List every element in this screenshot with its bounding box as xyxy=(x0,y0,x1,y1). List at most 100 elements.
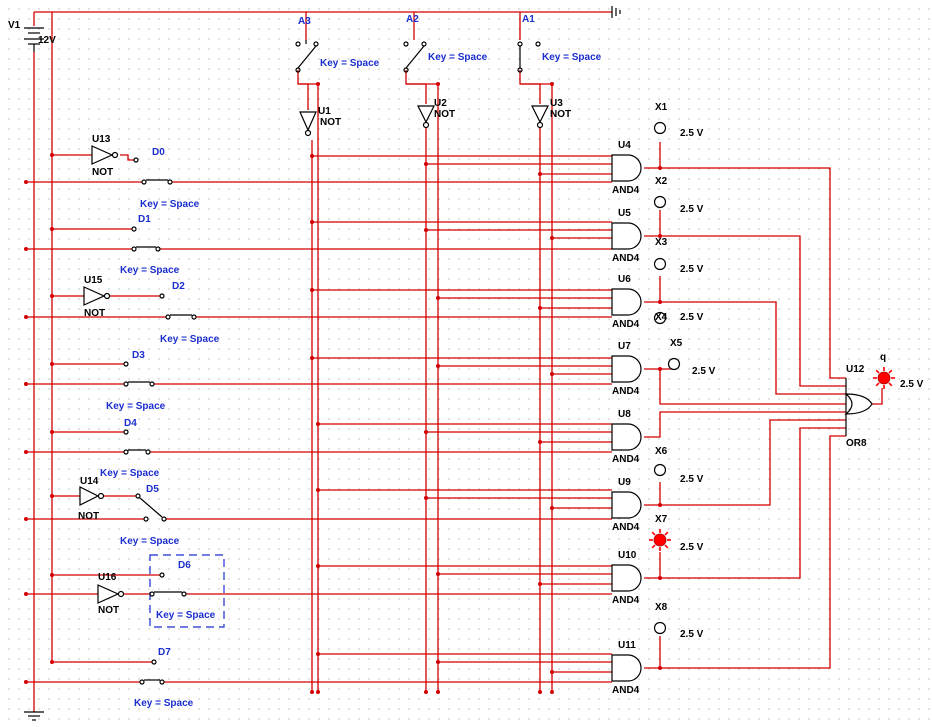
switch-d5-key: Key = Space xyxy=(120,536,180,547)
switch-d5[interactable]: D5 Key = Space xyxy=(120,484,180,547)
probe-name: X8 xyxy=(655,602,668,613)
switch-d4[interactable]: D4 Key = Space xyxy=(100,418,160,479)
junction-dot xyxy=(436,660,440,664)
junction-dot xyxy=(550,690,554,694)
and-gate-body xyxy=(611,491,642,519)
inverter-u14[interactable]: U14 NOT xyxy=(78,476,105,522)
switch-a1-label: A1 xyxy=(522,14,535,25)
probe-value: 2.5 V xyxy=(680,128,704,139)
inverter-u3[interactable]: U3 NOT xyxy=(531,98,571,129)
switch-d1[interactable]: D1 Key = Space xyxy=(120,214,180,276)
junction-dot xyxy=(424,228,428,232)
probe-name: X2 xyxy=(655,176,668,187)
probe-name: X5 xyxy=(670,338,683,349)
probe-lamp-icon-ray xyxy=(664,544,669,549)
and-gate-name: U8 xyxy=(618,409,631,420)
switch-a3[interactable]: A3 Key = Space xyxy=(295,16,380,73)
probe-lamp-icon xyxy=(667,357,681,371)
junction-dot xyxy=(50,430,54,434)
switch-d1-label: D1 xyxy=(138,214,151,225)
probe-x5[interactable]: X52.5 V xyxy=(667,338,716,377)
inverter-u1[interactable]: U1 NOT xyxy=(299,106,341,137)
junction-dot xyxy=(50,153,54,157)
switch-d3-label: D3 xyxy=(132,350,145,361)
inverter-u2[interactable]: U2 NOT xyxy=(417,98,455,129)
inverter-u15-name: U15 xyxy=(84,275,103,286)
switch-d6-key: Key = Space xyxy=(156,610,216,621)
junction-dot xyxy=(658,166,662,170)
switch-d0[interactable]: D0 Key = Space xyxy=(133,147,200,210)
probe-lamp-icon-ray xyxy=(664,531,669,536)
probe-x8[interactable]: X82.5 V xyxy=(653,602,704,640)
junction-dot xyxy=(24,180,28,184)
probe-lamp-icon xyxy=(653,257,667,271)
switch-a2[interactable]: A2 Key = Space xyxy=(403,14,488,73)
probe-x6[interactable]: X62.5 V xyxy=(653,446,704,485)
inverter-u16[interactable]: U16 NOT xyxy=(97,572,125,616)
junction-dot xyxy=(24,450,28,454)
junction-dot xyxy=(316,652,320,656)
probe-lamp-icon xyxy=(649,529,671,551)
probe-lamp-icon-bulb xyxy=(653,533,667,547)
switch-d2[interactable]: D2 Key = Space xyxy=(159,281,220,345)
probe-lamp-icon xyxy=(653,311,667,325)
output-probe-q[interactable]: q 2.5 V xyxy=(873,352,924,390)
probe-x1[interactable]: X1 2.5 V xyxy=(653,102,704,139)
switch-a1-key: Key = Space xyxy=(542,52,602,63)
junction-dot xyxy=(538,582,542,586)
or-gate-u12[interactable]: U12 OR8 xyxy=(844,364,873,449)
switch-d6-label: D6 xyxy=(178,560,191,571)
junction-dot xyxy=(658,666,662,670)
junction-dot xyxy=(424,496,428,500)
junction-dot xyxy=(658,576,662,580)
probe-name: X4 xyxy=(655,312,668,323)
probe-lamp-icon-bulb xyxy=(653,257,667,271)
junction-dot xyxy=(436,364,440,368)
probe-x7[interactable]: X72.5 V xyxy=(649,514,704,553)
switch-d6[interactable]: D6 Key = Space xyxy=(149,554,225,628)
probe-x4[interactable]: X4 2.5 V xyxy=(653,311,704,325)
junction-dot xyxy=(436,296,440,300)
probe-value: 2.5 V xyxy=(680,312,704,323)
battery-v1[interactable]: V1 12V xyxy=(8,20,56,52)
probe-q-bulb xyxy=(873,367,895,389)
inverter-u13[interactable]: U13 NOT xyxy=(91,134,119,178)
switch-d4-key: Key = Space xyxy=(100,468,160,479)
inverter-u15-type: NOT xyxy=(84,308,105,319)
inverter-u14-name: U14 xyxy=(80,476,99,487)
probe-x2[interactable]: X22.5 V xyxy=(653,176,704,215)
and-gate-body xyxy=(611,654,642,682)
and-gate-type: AND4 xyxy=(612,454,640,465)
inverter-u15[interactable]: U15 NOT xyxy=(83,275,111,319)
probe-name: X7 xyxy=(655,514,668,525)
inverter-u2-name: U2 xyxy=(434,98,447,109)
junction-dot xyxy=(538,172,542,176)
probe-name: X1 xyxy=(655,102,668,113)
switch-a1[interactable]: A1 Key = Space xyxy=(517,14,602,73)
probe-value: 2.5 V xyxy=(680,474,704,485)
probe-value: 2.5 V xyxy=(680,264,704,275)
probe-x3[interactable]: X32.5 V xyxy=(653,237,704,275)
junction-dot xyxy=(538,690,542,694)
junction-dot xyxy=(658,503,662,507)
switch-d3[interactable]: D3 Key = Space xyxy=(106,350,166,412)
probe-lamp-icon xyxy=(653,463,667,477)
inverter-u14-type: NOT xyxy=(78,511,99,522)
probe-lamp-icon-bulb xyxy=(653,311,667,325)
switch-d6-selection-box xyxy=(149,554,225,628)
junction-dot xyxy=(550,372,554,376)
switch-d7[interactable]: D7 Key = Space xyxy=(134,647,194,709)
and-gate-name: U10 xyxy=(618,550,637,561)
and-gate-body xyxy=(611,423,642,451)
junction-dot xyxy=(424,162,428,166)
